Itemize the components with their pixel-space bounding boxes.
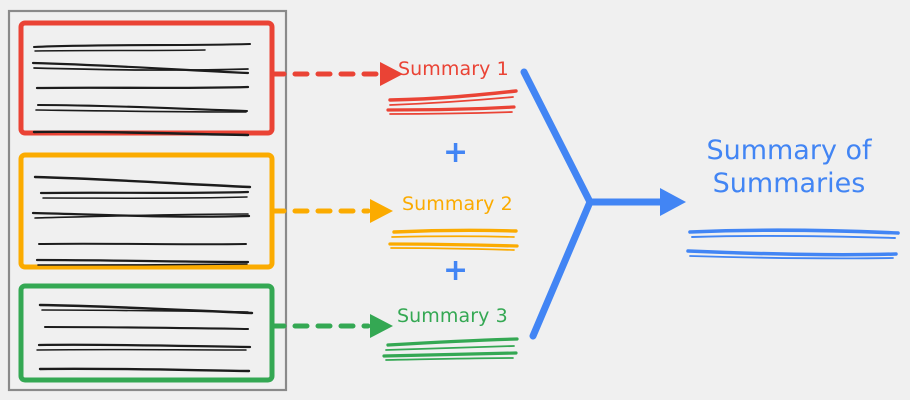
summary-label-1: Summary 1 [398, 58, 509, 80]
document-lines-orange [31, 175, 252, 266]
document-lines-green [36, 303, 254, 373]
dashed-arrow-red [269, 62, 403, 86]
plus-operator-1: + [443, 135, 469, 170]
source-documents-frame [7, 9, 288, 392]
dashed-arrow-orange [269, 199, 393, 223]
summary-label-2: Summary 2 [402, 193, 513, 215]
merge-connector [520, 68, 686, 340]
dashed-arrow-green [269, 314, 393, 338]
final-summary-title: Summary of Summaries [694, 135, 884, 201]
document-group-orange[interactable] [18, 152, 275, 270]
summary-scribble-orange [388, 228, 519, 251]
final-summary-line-1: Summary of [706, 135, 872, 166]
plus-operator-2: + [443, 253, 469, 288]
document-lines-red [31, 42, 252, 137]
summary-scribble-green [382, 337, 519, 361]
summary-label-3: Summary 3 [397, 305, 508, 327]
final-summary-line-2: Summaries [712, 167, 866, 199]
final-summary-scribble [686, 228, 900, 260]
document-group-red[interactable] [18, 20, 275, 136]
summary-scribble-red [386, 89, 518, 115]
document-group-green[interactable] [18, 283, 275, 383]
